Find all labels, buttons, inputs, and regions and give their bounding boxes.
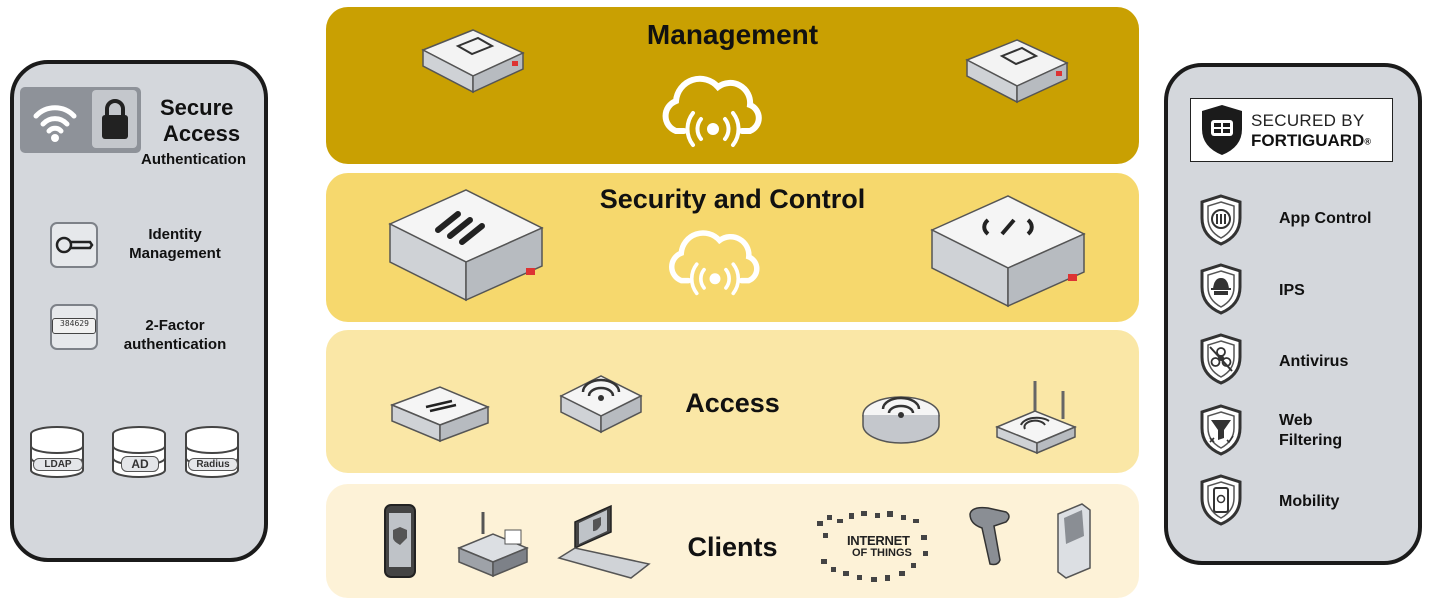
round-access-point-icon bbox=[862, 396, 940, 444]
manager-appliance-icon bbox=[421, 29, 525, 94]
identity-label-line2: Management bbox=[129, 245, 221, 262]
identity-tile bbox=[50, 222, 98, 268]
laptop-icon bbox=[557, 504, 651, 579]
analyzer-appliance-icon bbox=[965, 39, 1069, 104]
fortiguard-shield-icon bbox=[1202, 105, 1242, 155]
clients-title: Clients bbox=[687, 532, 778, 562]
switch-icon bbox=[389, 386, 491, 443]
ldap-label: LDAP bbox=[33, 458, 83, 471]
secure-access-title-line1: Secure bbox=[160, 95, 234, 120]
access-title: Access bbox=[685, 388, 780, 418]
web-filtering-label-line1: Web bbox=[1279, 412, 1313, 429]
management-cloud-icon bbox=[662, 75, 762, 147]
key-icon bbox=[55, 236, 94, 254]
iot-icon bbox=[817, 511, 928, 582]
web-filter-shield-icon bbox=[1200, 404, 1242, 456]
antivirus-shield-icon bbox=[1200, 333, 1242, 385]
ips-label: IPS bbox=[1279, 282, 1305, 299]
mobility-label: Mobility bbox=[1279, 493, 1340, 510]
smartphone-icon bbox=[384, 504, 416, 578]
ips-shield-icon bbox=[1200, 263, 1242, 315]
security-control-title: Security and Control bbox=[599, 184, 866, 214]
app-control-shield-icon bbox=[1200, 194, 1242, 246]
radius-label: Radius bbox=[188, 458, 238, 471]
wifi-icon bbox=[33, 105, 77, 142]
fortiguard-mark: ® bbox=[1364, 136, 1371, 147]
wireless-router-icon bbox=[995, 381, 1077, 455]
token-icon bbox=[52, 318, 96, 334]
web-filtering-label-line2: Filtering bbox=[1279, 432, 1343, 449]
iot-label-line2: OF THINGS bbox=[852, 547, 912, 559]
identity-label-line1: Identity bbox=[148, 226, 202, 243]
ad-label: AD bbox=[121, 456, 159, 472]
kiosk-icon bbox=[1057, 503, 1091, 579]
secured-by-label: SECURED BY bbox=[1251, 111, 1365, 130]
barcode-scanner-icon bbox=[969, 506, 1010, 566]
payment-terminal-icon bbox=[457, 512, 529, 578]
antivirus-label: Antivirus bbox=[1279, 353, 1349, 370]
two-factor-label-line1: 2-Factor bbox=[145, 317, 205, 334]
ldap-database-icon bbox=[30, 426, 84, 478]
mobility-shield-icon bbox=[1200, 474, 1242, 526]
iot-label-line1: INTERNET bbox=[847, 533, 910, 548]
gateway-appliance-icon bbox=[930, 195, 1086, 308]
firewall-appliance-icon bbox=[388, 189, 544, 302]
radius-database-icon bbox=[185, 426, 239, 478]
security-cloud-icon bbox=[669, 230, 760, 296]
fortiguard-label: FORTIGUARD® bbox=[1251, 131, 1371, 151]
management-title: Management bbox=[646, 19, 819, 50]
app-control-label: App Control bbox=[1279, 210, 1372, 227]
secure-access-title-line2: Access bbox=[163, 121, 241, 146]
authentication-label: Authentication bbox=[141, 151, 246, 168]
token-code: 384629 bbox=[60, 319, 89, 328]
lock-icon bbox=[102, 99, 128, 139]
ceiling-access-point-icon bbox=[559, 375, 643, 434]
two-factor-label-line2: authentication bbox=[123, 336, 227, 353]
fortiguard-name: FORTIGUARD bbox=[1251, 131, 1365, 150]
clients-layer: Clients bbox=[326, 484, 1139, 598]
